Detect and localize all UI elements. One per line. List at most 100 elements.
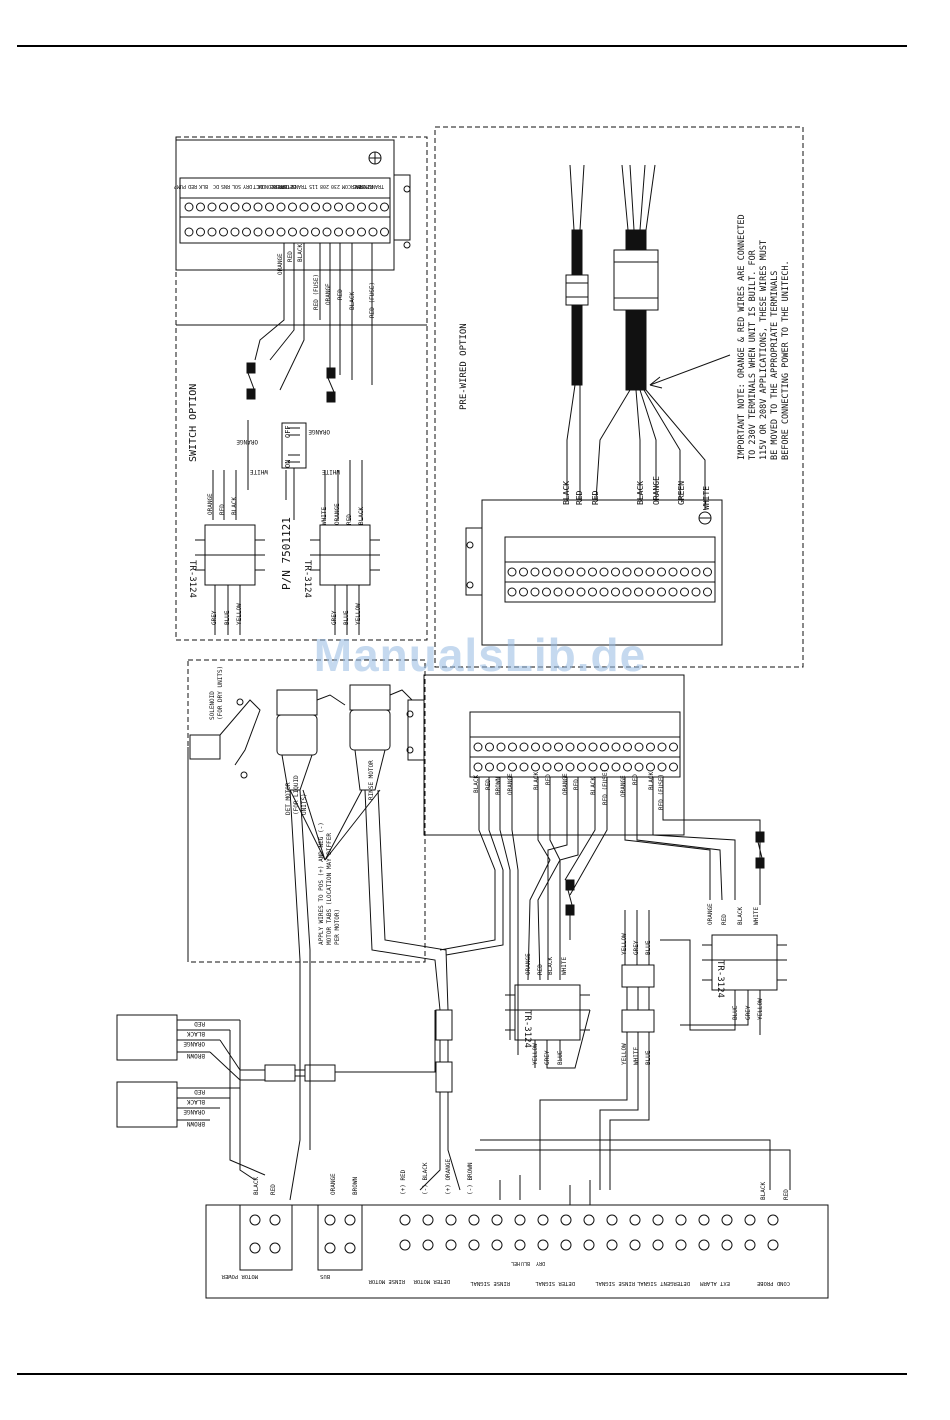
wire-label: RED [194,1088,205,1095]
terminal-screw [629,1239,641,1251]
wire-label: RED [219,504,226,515]
terminal-screw [691,587,701,597]
terminal-screw [542,567,551,577]
important-note: BE MOVED TO THE APPROPRIATE TERMINALS [770,271,780,460]
terminal-screw [744,1214,756,1226]
wire-label: ORANGE [652,476,661,505]
wire-label: RED (FUSE) [369,282,376,318]
terminal-screw [554,762,563,772]
terminal-screw [767,1239,779,1251]
terminal-screw [657,587,666,597]
terminal-screw [537,1214,549,1226]
terminal-screw [744,1239,756,1251]
block-label: TRANSFORMER [273,183,307,189]
terminal-screw [242,227,251,237]
terminal-screw [519,742,529,752]
wire-label: BLACK [760,1182,767,1200]
prewired-option-box [434,126,804,668]
terminal-label: DETERGENT SIGNAL [636,1280,690,1286]
wire-label: BLACK [297,244,304,262]
terminal-screw [645,567,655,577]
wire-label: RED [545,774,552,785]
terminal-screw [242,202,251,212]
part-number: P/N 7501121 [280,517,293,590]
terminal-screw [634,567,643,577]
wire-label: WHITE [321,507,328,525]
terminal-sub-label: BLU [521,1260,530,1266]
terminal-screw [491,1214,503,1226]
terminal-label: EXT ALARM [700,1280,730,1286]
wire-label: RED (FUSE) [658,774,665,810]
apply-note: MOTOR TABS (LOCATION MAY DIFFER [326,833,333,945]
block-label: COM [342,183,351,189]
terminal-screw [657,742,667,752]
terminal-screw [508,742,517,752]
wire-label: WHITE [250,468,268,475]
terminal-screw [399,1239,411,1251]
watermark: ManualsLib.de [313,629,647,681]
terminal-screw [565,567,574,577]
terminal-screw [519,587,528,597]
terminal-label: RINSE SIGNAL [595,1280,635,1286]
terminal-screw [265,202,274,212]
terminal-screw [646,762,655,772]
terminal-screw [611,587,620,597]
solenoid-label: (FOR DRY UNITS) [217,666,224,720]
apply-note: PER MOTOR) [334,909,341,945]
terminal-screw [324,1214,336,1226]
terminal-screw [565,742,575,752]
switch-label: OFF [284,425,292,438]
terminal-screw [531,762,540,772]
terminal-screw [249,1242,261,1254]
switch-option-title: SWITCH OPTION [188,384,199,462]
terminal-screw [680,567,689,577]
terminal-screw [269,1242,281,1254]
terminal-screw [669,762,678,772]
terminal-screw [219,202,228,212]
terminal-screw [646,742,655,752]
important-note: 115V OR 208V APPLICATIONS, THESE WIRES M… [759,240,769,460]
wire-label: BLACK [648,772,655,790]
wire-label: RED [337,289,344,300]
wire-label: RED [346,514,353,525]
block-label: PUMP [174,183,186,189]
terminal-screw [623,742,632,752]
terminal-screw [269,1214,281,1226]
terminal-screw [577,742,586,752]
terminal-screw [514,1239,526,1251]
block-label: BLK [199,183,208,189]
terminal-screw [767,1214,779,1226]
terminal-screw [422,1239,434,1251]
terminal-screw [324,1242,336,1254]
important-note: IMPORTANT NOTE: ORANGE & RED WIRES ARE C… [737,214,747,460]
terminal-screw [184,202,194,212]
wire-label: BLACK [590,777,597,795]
block-label: VAC [353,183,362,189]
terminal-screw [496,742,506,752]
terminal-screw [531,742,540,752]
terminal-screw [611,762,621,772]
wire-label: YELLOW [621,933,628,955]
terminal-screw [698,1214,710,1226]
terminal-screw [553,587,563,597]
transformer-label: TR-3124 [187,560,197,598]
wire-label: BLUE [645,1050,652,1065]
terminal-screw [530,587,540,597]
terminal-label: BUS [320,1273,330,1279]
terminal-screw [184,227,194,237]
wire-label: BLACK [636,481,645,505]
bottom-terminal-strip [205,1204,829,1299]
block-label: RNS [221,183,230,189]
terminal-screw [491,1239,503,1251]
terminal-screw [721,1239,733,1251]
terminal-screw [657,567,666,577]
block-label: PROBE [270,183,285,189]
wire-label: BLUE [732,1005,739,1020]
wire-label: WHITE [702,486,711,510]
transformer-label: TR-3124 [522,1010,532,1048]
terminal-screw [600,762,609,772]
top-rule [17,45,907,47]
wire-label: RED [287,251,294,262]
terminal-screw [588,762,598,772]
